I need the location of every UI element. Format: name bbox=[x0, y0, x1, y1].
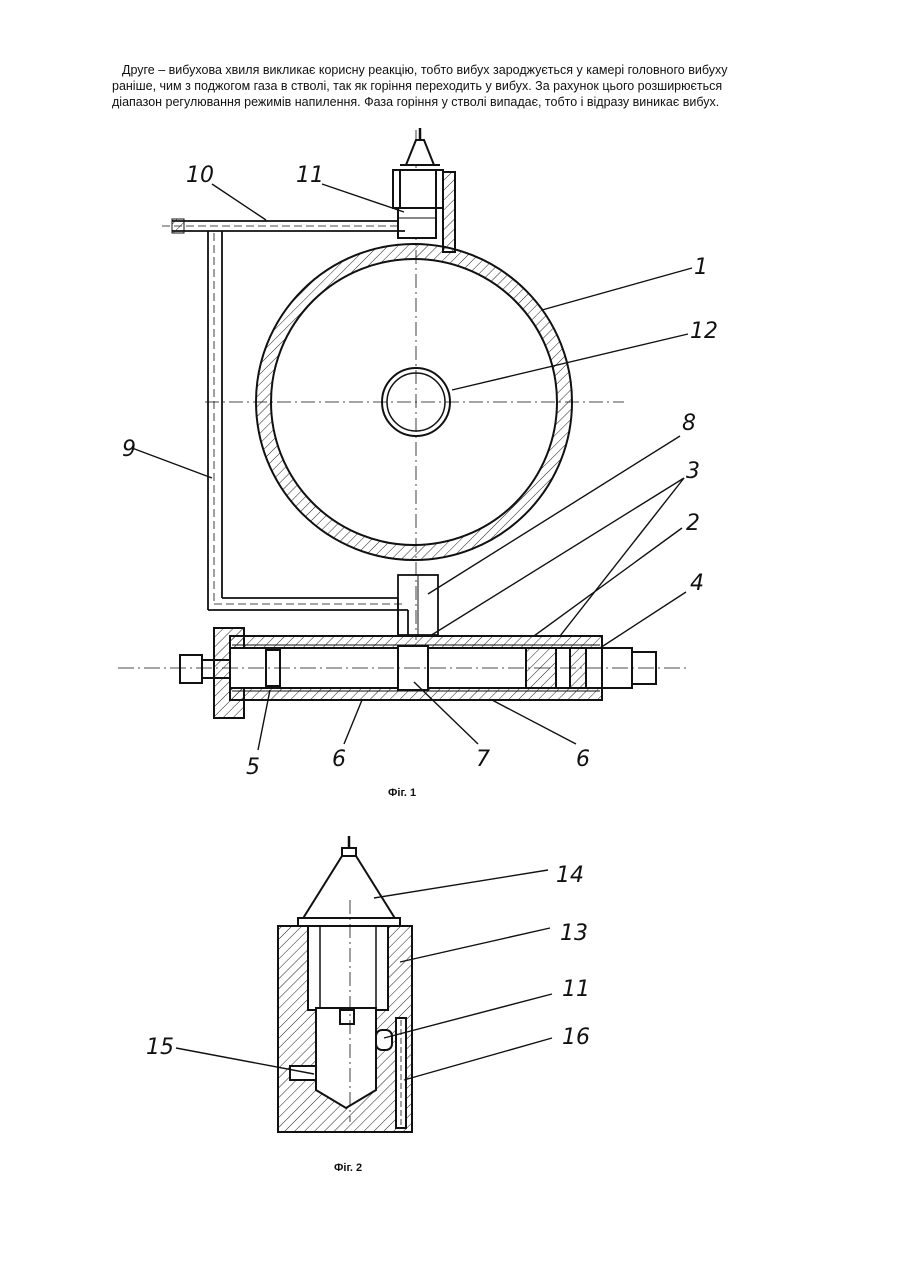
label-6: 6 bbox=[576, 747, 590, 772]
label-13: 13 bbox=[560, 921, 588, 946]
label-3: 3 bbox=[686, 459, 700, 484]
label-9: 9 bbox=[122, 437, 136, 462]
plug-cone bbox=[298, 836, 400, 926]
label-16: 16 bbox=[562, 1025, 590, 1050]
label-14: 14 bbox=[556, 863, 584, 888]
label-12: 12 bbox=[690, 319, 718, 344]
barrel bbox=[118, 628, 690, 718]
housing bbox=[278, 900, 412, 1132]
label-4: 4 bbox=[690, 571, 704, 596]
label-2: 2 bbox=[686, 511, 700, 536]
label-8: 8 bbox=[682, 411, 696, 436]
figure-2 bbox=[176, 836, 552, 1132]
label-5: 5 bbox=[246, 755, 260, 780]
label-11: 11 bbox=[562, 977, 590, 1002]
figure-1-caption: Фіг. 1 bbox=[388, 787, 416, 799]
label-1: 1 bbox=[694, 255, 708, 280]
spark-plug bbox=[393, 128, 455, 252]
figure-1 bbox=[118, 128, 692, 750]
label-6: 6 bbox=[332, 747, 346, 772]
label-15: 15 bbox=[146, 1035, 174, 1060]
label-11: 11 bbox=[296, 163, 324, 188]
label-10: 10 bbox=[186, 163, 214, 188]
label-7: 7 bbox=[476, 747, 490, 772]
figure-2-caption: Фіг. 2 bbox=[334, 1162, 362, 1174]
